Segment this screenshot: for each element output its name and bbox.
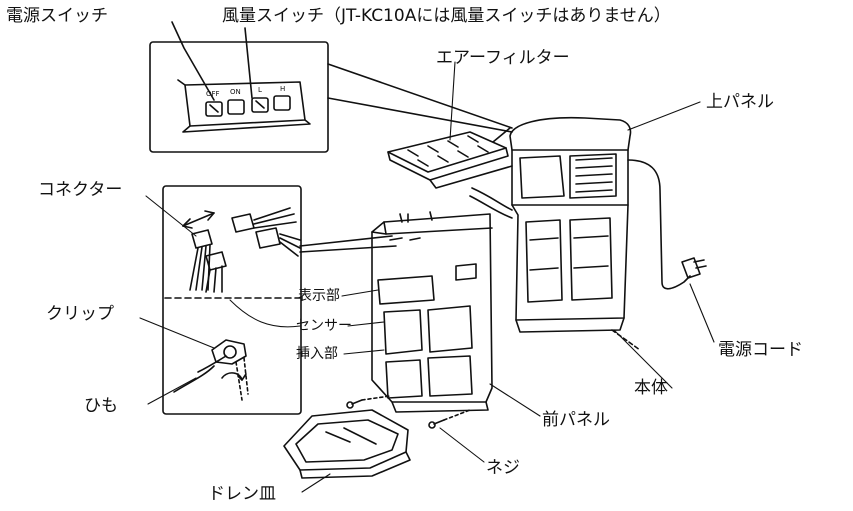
label-air-filter: エアーフィルター: [436, 48, 570, 68]
switch-mark-off: OFF: [206, 90, 220, 98]
switch-marks: OFF ON L H: [206, 85, 285, 98]
main-unit: [469, 116, 707, 351]
label-insert: 挿入部: [296, 346, 338, 362]
front-panel-part: [299, 211, 493, 413]
label-string: ひも: [84, 396, 118, 416]
label-top-panel: 上パネル: [706, 92, 774, 112]
air-filter-part: [387, 127, 513, 189]
label-front-panel: 前パネル: [542, 410, 610, 430]
label-power-cord: 電源コード: [718, 340, 803, 360]
switch-inset: [149, 21, 513, 153]
label-screw: ネジ: [486, 458, 520, 478]
label-clip: クリップ: [46, 304, 114, 324]
label-drain-pan: ドレン皿: [208, 484, 276, 504]
label-power-switch: 電源スイッチ: [6, 6, 108, 26]
switch-mark-on: ON: [230, 88, 241, 96]
drain-pan-part: [283, 409, 411, 479]
switch-mark-low: L: [258, 86, 262, 94]
label-sensor: センサー: [296, 318, 352, 334]
label-connector: コネクター: [38, 180, 123, 200]
label-airflow-switch: 風量スイッチ（JT-KC10Aには風量スイッチはありません）: [222, 6, 671, 26]
switch-mark-high: H: [280, 85, 285, 93]
label-body: 本体: [634, 378, 668, 398]
leader-lines: [139, 61, 715, 493]
label-display: 表示部: [298, 288, 340, 304]
screws: [346, 395, 471, 429]
connector-inset: [162, 185, 302, 415]
